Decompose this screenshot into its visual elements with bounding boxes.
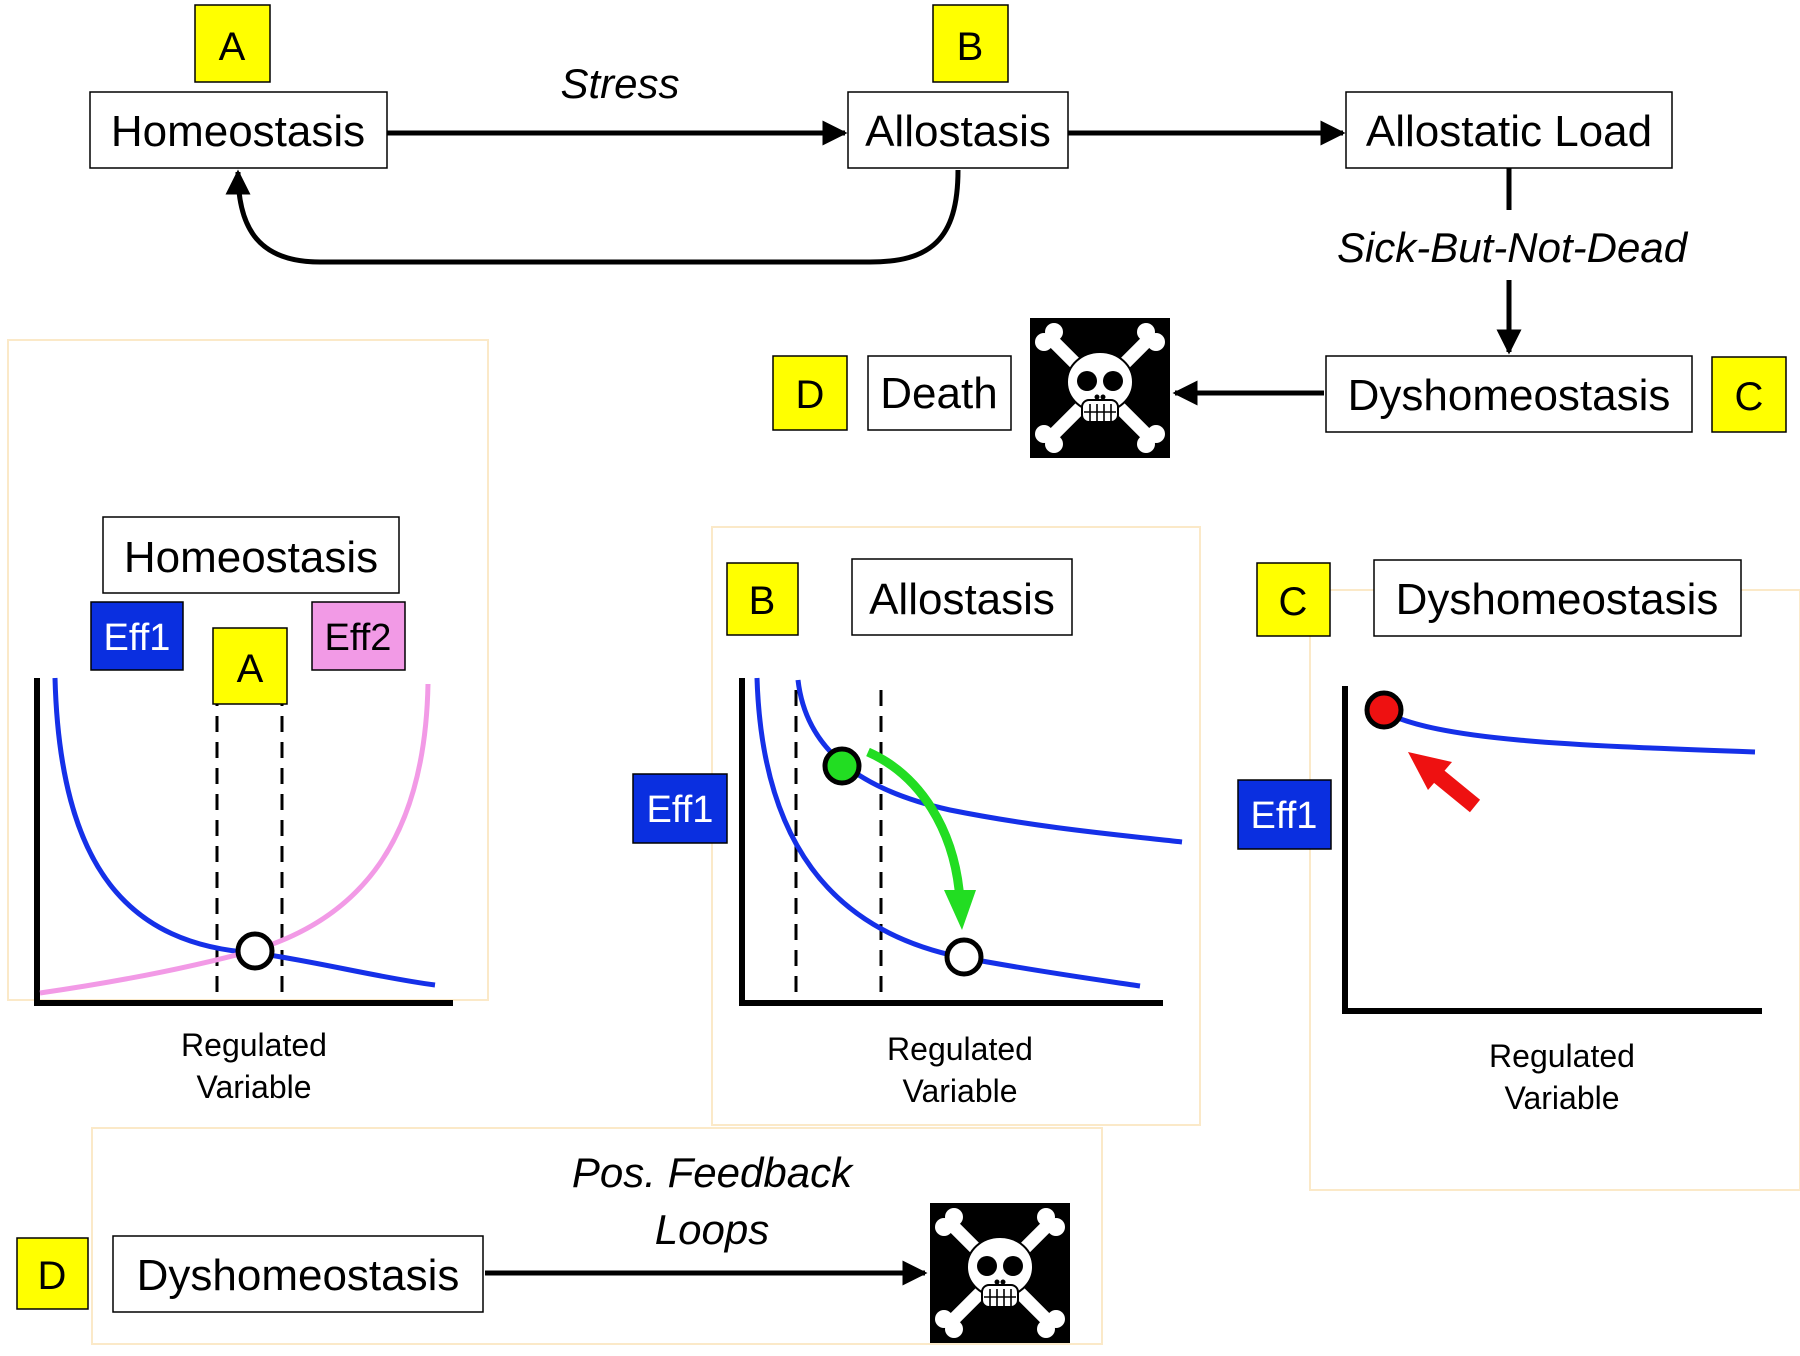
panel-b: B Allostasis Eff1 Regulated Variable [632, 526, 1201, 1126]
panel-a-tag-box [212, 627, 288, 705]
panel-c-title-box [1373, 559, 1742, 637]
allostatic-load-label: Allostatic Load [1366, 107, 1652, 156]
panel-b-tag-label: B [749, 579, 776, 623]
panel-a-tag-label: A [237, 647, 264, 691]
panel-c-eff1-label: Eff1 [1251, 795, 1318, 837]
panel-a-eff1-badge [90, 601, 184, 671]
panel-a-eff1-curve [52, 677, 436, 988]
panel-b-title: Allostasis [869, 575, 1055, 624]
tag-b-label: B [957, 25, 984, 69]
panel-a-eff2-badge [311, 601, 406, 671]
allostatic-load-box [1345, 91, 1673, 169]
top-flow: A B Homeostasis Allostasis Allostatic Lo… [89, 4, 1787, 458]
panel-a-eff1-label: Eff1 [104, 617, 171, 659]
homeostasis-label: Homeostasis [111, 107, 365, 156]
panel-d-arrow-label-2: Loops [655, 1206, 769, 1253]
panel-b-end-marker [944, 937, 984, 977]
panel-d-tag-box [16, 1237, 89, 1310]
tag-d-label: D [796, 373, 825, 417]
panel-b-start-marker [822, 746, 862, 786]
panel-b-upper-curve [795, 679, 1183, 845]
panel-d-dysho-label: Dyshomeostasis [137, 1251, 460, 1300]
panel-a: Homeostasis Eff1 Eff2 A Regulated Variab… [7, 339, 489, 1105]
tag-a-box [194, 4, 271, 83]
tag-a-label: A [219, 25, 246, 69]
stress-label: Stress [560, 60, 679, 107]
panel-c-eff1-badge [1237, 779, 1332, 850]
tag-b-box [932, 4, 1009, 83]
panel-c-pointer-arrowhead [1408, 752, 1452, 790]
panel-c-eff1-curve [1382, 709, 1756, 755]
death-label: Death [880, 369, 997, 418]
panel-b-xlabel-2: Variable [902, 1073, 1017, 1109]
panel-a-title: Homeostasis [124, 533, 378, 582]
homeostasis-box [89, 91, 388, 169]
panel-d-tag-label: D [38, 1254, 67, 1298]
panel-c-state-marker [1364, 690, 1404, 730]
panel-c-tag-label: C [1279, 580, 1308, 624]
panel-c: C Dyshomeostasis Eff1 Regulated Variable [1237, 559, 1800, 1191]
panel-a-setpoint-marker [235, 931, 275, 971]
panel-c-xlabel-2: Variable [1504, 1080, 1619, 1116]
panel-b-eff1-badge [632, 773, 728, 844]
panel-a-xlabel-1: Regulated [181, 1027, 327, 1063]
skull-crossbones-icon [930, 1203, 1070, 1343]
return-arrow [225, 169, 961, 265]
tag-c-label: C [1735, 375, 1764, 419]
death-box [867, 355, 1012, 431]
tag-d-box [772, 355, 848, 431]
panel-c-tag-box [1256, 562, 1331, 637]
dyshomeostasis-label: Dyshomeostasis [1348, 371, 1671, 420]
sick-but-not-dead-label: Sick-But-Not-Dead [1337, 224, 1689, 271]
panel-a-eff2-curve [39, 683, 431, 996]
panel-c-xlabel-1: Regulated [1489, 1038, 1635, 1074]
panel-a-xlabel-2: Variable [196, 1069, 311, 1105]
panel-b-lower-curve [754, 677, 1141, 989]
panel-b-title-box [851, 558, 1073, 636]
panel-b-eff1-label: Eff1 [647, 789, 714, 831]
panel-b-shift-arrowhead [944, 890, 976, 930]
panel-b-shift-arrow [866, 747, 965, 901]
panel-a-title-box [102, 516, 400, 594]
allostasis-label: Allostasis [865, 107, 1051, 156]
panel-c-title: Dyshomeostasis [1396, 575, 1719, 624]
panel-d-dysho-box [112, 1235, 484, 1313]
panel-d-frame [91, 1127, 1103, 1345]
dyshomeostasis-box [1325, 355, 1693, 433]
skull-crossbones-icon [1030, 318, 1170, 458]
panel-d-arrow-label-1: Pos. Feedback [572, 1149, 854, 1196]
allostasis-box [847, 91, 1069, 169]
panel-b-tag-box [726, 562, 799, 636]
tag-c-box [1711, 356, 1787, 433]
panel-d: D Dyshomeostasis Pos. Feedback Loops [16, 1127, 1103, 1345]
panel-a-eff2-label: Eff2 [325, 617, 392, 659]
panel-b-xlabel-1: Regulated [887, 1031, 1033, 1067]
